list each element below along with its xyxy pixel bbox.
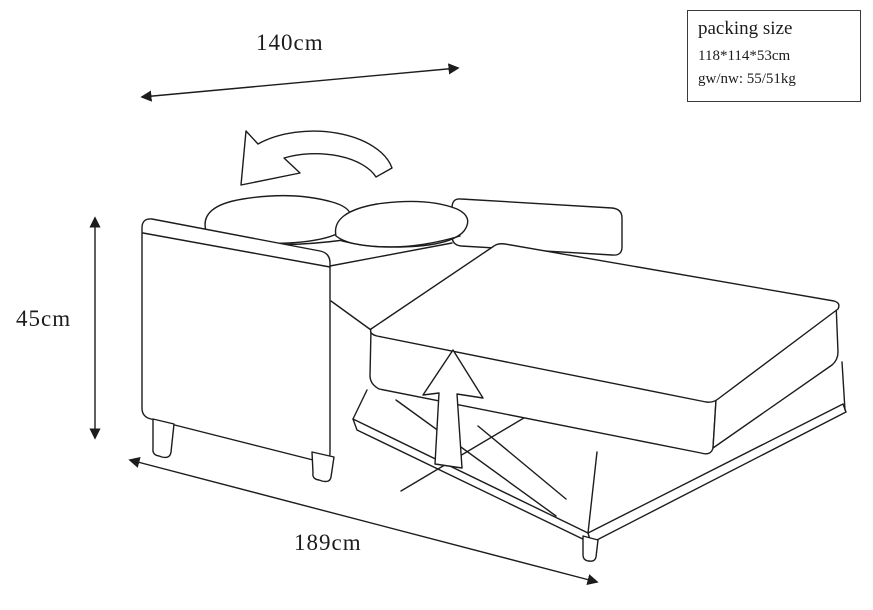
mattress-right-face (712, 302, 839, 449)
mattress-top-face (369, 243, 840, 403)
height-dimension-label: 45cm (16, 306, 72, 331)
width-dimension-arrow (140, 63, 460, 102)
packing-weight-value: gw/nw: 55/51kg (698, 71, 796, 88)
backrest-panel (451, 198, 623, 256)
seat-front-edge (330, 300, 372, 331)
packing-size-value: 118*114*53cm (698, 48, 791, 64)
depth-dimension-label: 189cm (294, 530, 362, 555)
packing-size-title: packing size (698, 18, 793, 39)
packing-size-box: packing size 118*114*53cm gw/nw: 55/51kg (687, 10, 861, 102)
lift-arrow-icon (422, 349, 484, 469)
sofa-bed (141, 130, 847, 562)
pillow-right-seam (341, 235, 461, 248)
pullout-frame (352, 361, 847, 544)
frame-posts (352, 361, 846, 534)
sofa-foot-left (152, 418, 175, 459)
dimension-arrows (89, 63, 599, 586)
frame-front-rail (352, 418, 592, 544)
pillow-right (334, 200, 469, 248)
frame-foot (582, 535, 599, 562)
armrest-top-seam (142, 232, 331, 268)
rotation-arrow-icon (240, 130, 393, 186)
depth-dimension-arrow (128, 456, 599, 586)
width-dimension-label: 140cm (256, 30, 324, 55)
seat-back-edge (329, 242, 453, 267)
sofa-foot-right (311, 451, 335, 483)
